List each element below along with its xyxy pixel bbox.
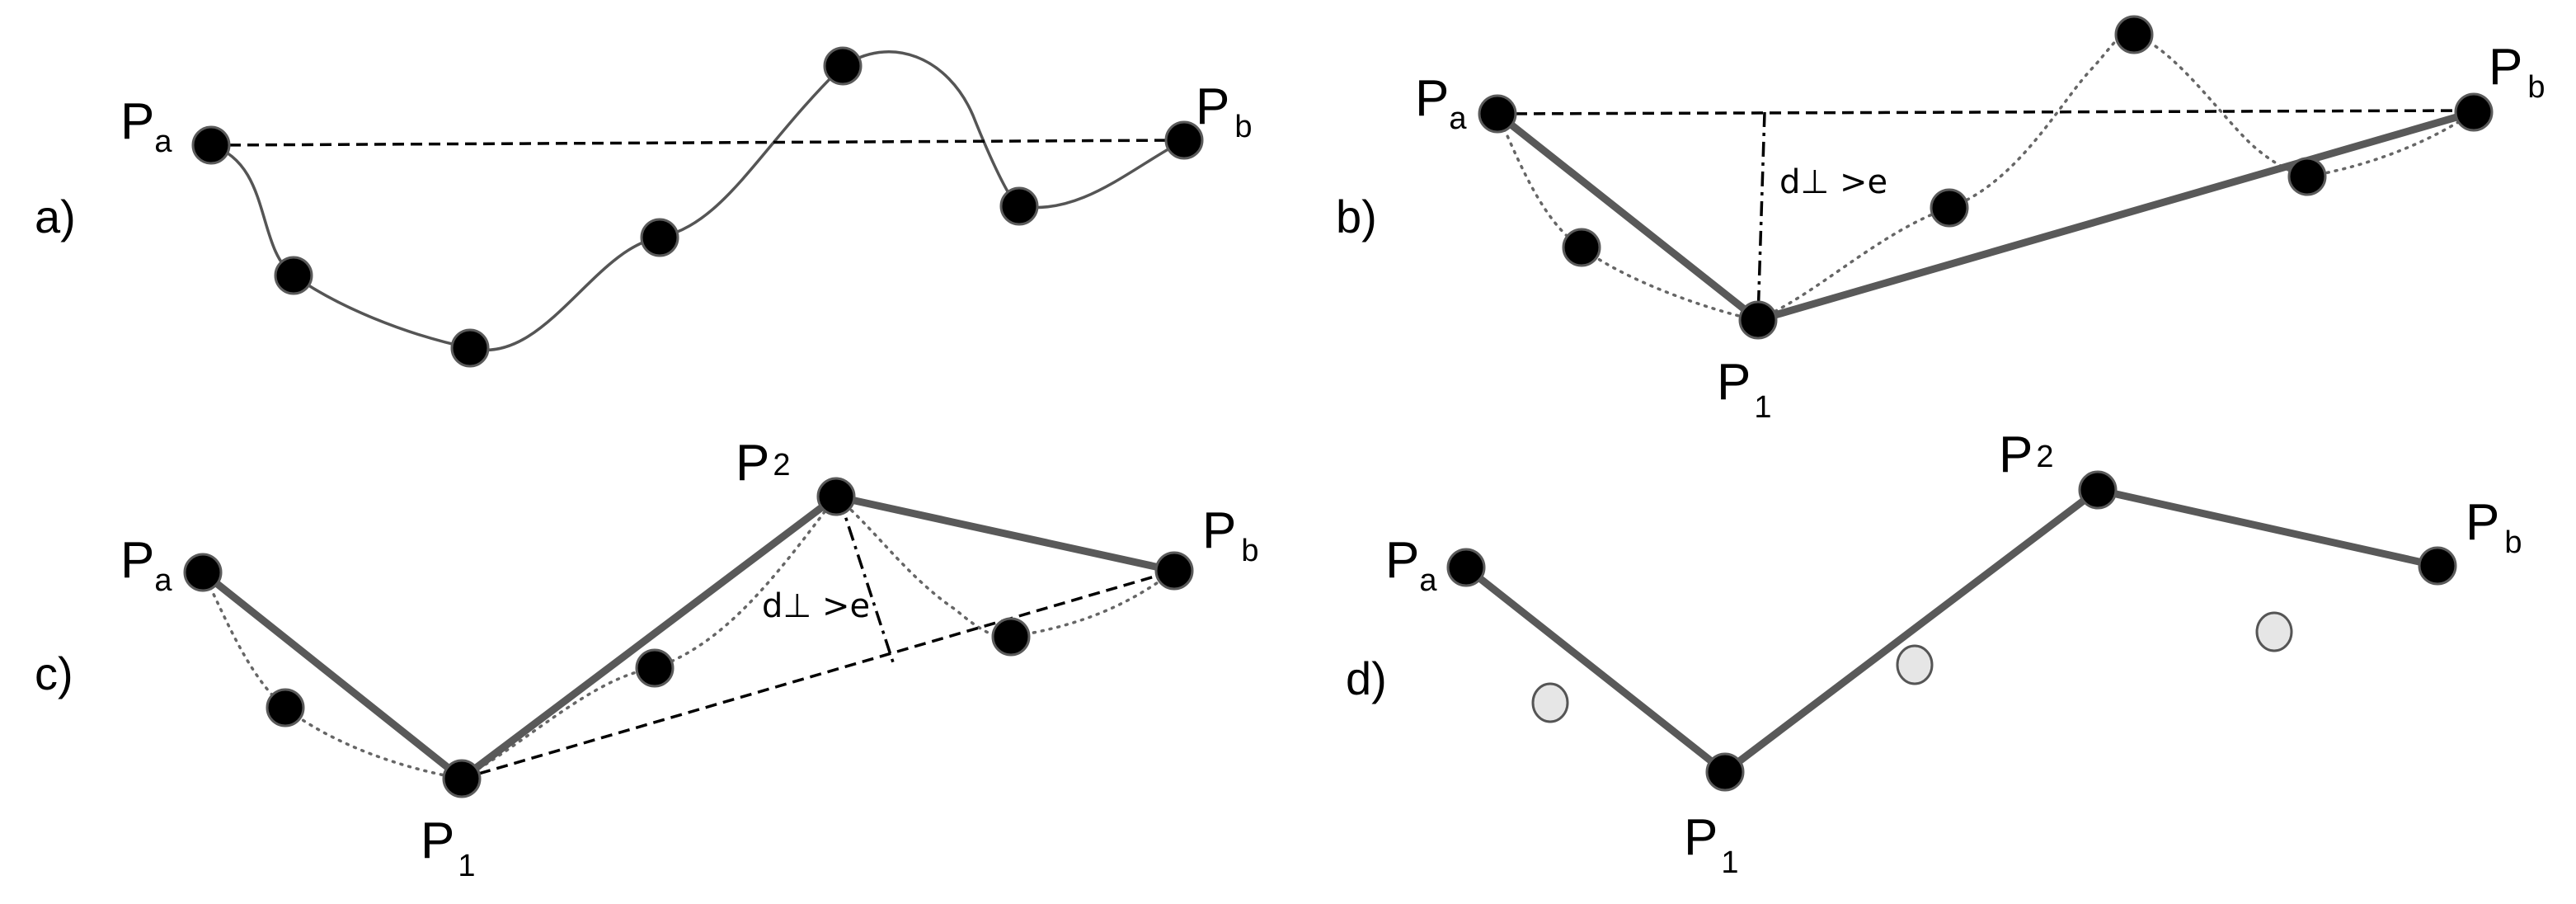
panel-a-point [450,328,490,368]
panel-a-point [640,218,679,257]
panel-d-segment-p1-p2 [1721,486,2102,776]
panel-c-label: c) [35,647,73,699]
panel-a-point-pb [1164,120,1204,160]
panel-b-point [2287,157,2327,196]
panel-b-label: b) [1336,191,1377,242]
panel-d-point-p2 [2078,470,2118,510]
panel-c-point [266,688,305,727]
panel-a-point [823,46,863,86]
panel-a-baseline [210,139,1185,147]
panel-c-pa-label: Pa [120,532,172,598]
panel-d-segment-pa-p1 [1462,563,1729,776]
panel-c-segment-p2-pb [832,492,1178,575]
panel-b-baseline [1497,109,2475,115]
panel-c-perpendicular-distance [838,497,895,666]
panel-a-point [999,186,1039,226]
panel-b-distance-annotation: d⊥ >e [1779,163,1887,201]
panel-b-original-curve [1496,32,2475,322]
panel-a-label: a) [35,191,76,242]
panel-d-segment-p2-pb [2094,486,2442,570]
panel-c-point-pb [1154,551,1194,591]
panel-c-point-pa [183,553,223,592]
panel-b-segment-p1-pb [1754,108,2478,324]
panel-b-point [2114,15,2154,54]
panel-b-pa-label: Pa [1415,70,1467,136]
panel-d-point-pa [1446,548,1486,587]
panel-b-point-pb [2454,92,2494,132]
panel-c-point [635,648,675,688]
panel-b-point [1562,228,1601,267]
panel-c-point-p2 [816,477,856,516]
panel-d-removed-point [1896,644,1934,685]
panel-d-point-pb [2418,546,2457,586]
panel-d-removed-point [1531,682,1569,723]
panel-c-distance-annotation: d⊥ >e [762,587,870,625]
panel-a-pa-label: Pa [120,93,172,159]
panel-b-segment-pa-p1 [1493,110,1762,324]
panel-c-baseline-p1-pb [461,569,1175,780]
panel-b-point-p1 [1738,300,1778,340]
panel-c-segment-p1-p2 [458,492,840,783]
panel-a-point-pa [191,125,231,165]
panel-c-point [991,617,1031,657]
panel-b-perpendicular-distance [1756,111,1766,319]
panel-a-point [274,256,313,295]
panel-d-pa-label: Pa [1385,532,1437,598]
panel-d-removed-point [2255,611,2293,652]
panel-c-point-p1 [442,759,482,798]
panel-d-label: d) [1346,652,1387,704]
panel-d-point-p1 [1705,752,1745,792]
panel-b-point-pa [1478,94,1517,134]
panel-c-segment-pa-p1 [199,568,466,783]
panel-a-original-curve [210,49,1185,352]
panel-b-point [1930,188,1969,228]
